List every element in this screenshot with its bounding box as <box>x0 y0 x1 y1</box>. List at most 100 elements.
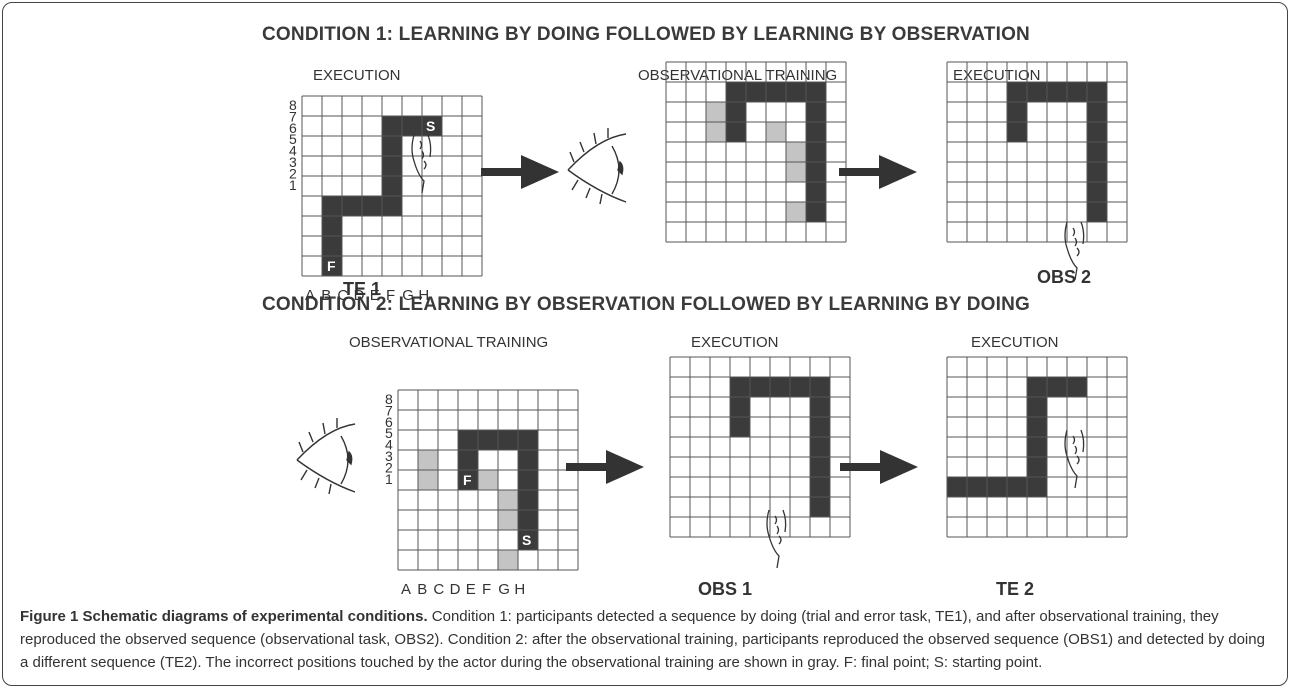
path-cell <box>1087 202 1107 222</box>
path-cell <box>730 377 750 397</box>
path-cell <box>422 116 442 136</box>
path-cell <box>1087 102 1107 122</box>
path-cell <box>518 490 538 510</box>
path-cell <box>806 122 826 142</box>
path-cell <box>1007 82 1027 102</box>
path-cell <box>806 102 826 122</box>
path-cell <box>810 477 830 497</box>
path-cell <box>806 162 826 182</box>
column-label: B <box>321 287 331 304</box>
path-cell <box>1087 182 1107 202</box>
path-cell <box>730 397 750 417</box>
arrow-shaft <box>840 463 882 471</box>
row-label: 4 <box>385 437 393 453</box>
condition2-panel-3-grid <box>946 356 1128 538</box>
path-cell <box>810 397 830 417</box>
start-marker: S <box>426 118 435 134</box>
row-label: 7 <box>385 402 393 418</box>
path-cell <box>806 82 826 102</box>
path-cell <box>726 122 746 142</box>
column-label: H <box>514 581 525 598</box>
path-cell <box>1027 397 1047 417</box>
te2-label: TE 2 <box>996 579 1034 599</box>
final-marker: F <box>327 258 336 274</box>
condition1-panel-label-2: OBSERVATIONAL TRAINING <box>638 67 837 84</box>
row-label: 6 <box>385 414 393 430</box>
path-cell <box>382 176 402 196</box>
path-cell <box>1027 417 1047 437</box>
path-cell <box>1047 82 1067 102</box>
arrow-right <box>566 450 644 484</box>
path-cell <box>810 457 830 477</box>
condition2-panel-label-2: EXECUTION <box>691 334 779 351</box>
row-label: 8 <box>289 97 297 113</box>
row-label: 6 <box>289 120 297 136</box>
column-label: F <box>482 581 491 598</box>
column-label: G <box>498 581 510 598</box>
path-cell <box>786 82 806 102</box>
condition1-panel-2-grid <box>665 61 847 243</box>
column-label: A <box>305 287 315 304</box>
obs1-label: OBS 1 <box>698 579 752 599</box>
path-cell <box>806 202 826 222</box>
path-cell <box>498 430 518 450</box>
path-cell <box>1027 477 1047 497</box>
path-cell <box>1027 437 1047 457</box>
path-cell <box>382 136 402 156</box>
hand-icon <box>766 509 787 569</box>
path-cell <box>1027 457 1047 477</box>
path-cell <box>746 82 766 102</box>
row-label: 3 <box>385 448 393 464</box>
arrow-head <box>879 155 917 189</box>
eyelash-stroke <box>298 418 338 495</box>
row-label: 1 <box>289 177 297 193</box>
gray-cell <box>786 202 806 222</box>
arrow-right <box>839 155 917 189</box>
path-cell <box>1007 122 1027 142</box>
column-label: H <box>418 287 429 304</box>
path-cell <box>322 216 342 236</box>
path-cell <box>790 377 810 397</box>
arrow-right <box>840 450 918 484</box>
path-cell <box>770 377 790 397</box>
path-cell <box>1087 162 1107 182</box>
path-cell <box>726 102 746 122</box>
gray-cell <box>418 450 438 470</box>
hand-stroke <box>1064 429 1085 489</box>
path-cell <box>518 510 538 530</box>
condition1-panel-label-1: EXECUTION <box>313 67 401 84</box>
path-cell <box>478 430 498 450</box>
arrow-head <box>521 155 559 189</box>
row-label: 4 <box>289 143 297 159</box>
gray-cell <box>706 122 726 142</box>
path-cell <box>726 82 746 102</box>
path-cell <box>947 477 967 497</box>
path-cell <box>1067 377 1087 397</box>
path-cell <box>458 470 478 490</box>
path-cell <box>730 417 750 437</box>
hand-icon <box>1064 429 1085 489</box>
row-label: 8 <box>385 391 393 407</box>
condition2-panel-label-1: OBSERVATIONAL TRAINING <box>349 334 548 351</box>
gray-cell <box>498 510 518 530</box>
condition1-panel-3-grid <box>946 61 1128 243</box>
condition1-panel-1-grid <box>301 95 483 277</box>
arrow-right <box>481 155 559 189</box>
gray-cell <box>418 470 438 490</box>
eyelash-stroke <box>569 128 609 205</box>
path-cell <box>362 196 382 216</box>
path-cell <box>1067 82 1087 102</box>
condition2-panel-1-grid <box>397 389 579 571</box>
figure-caption: Figure 1 Schematic diagrams of experimen… <box>20 605 1270 674</box>
start-marker: S <box>522 532 531 548</box>
path-cell <box>1027 377 1047 397</box>
path-cell <box>1027 82 1047 102</box>
condition1-title: CONDITION 1: LEARNING BY DOING FOLLOWED … <box>262 24 1030 45</box>
pupil <box>617 160 624 176</box>
hand-stroke <box>766 509 787 569</box>
condition2-title: CONDITION 2: LEARNING BY OBSERVATION FOL… <box>262 294 1030 315</box>
path-cell <box>402 116 422 136</box>
path-cell <box>342 196 362 216</box>
eye-stroke <box>296 423 356 493</box>
